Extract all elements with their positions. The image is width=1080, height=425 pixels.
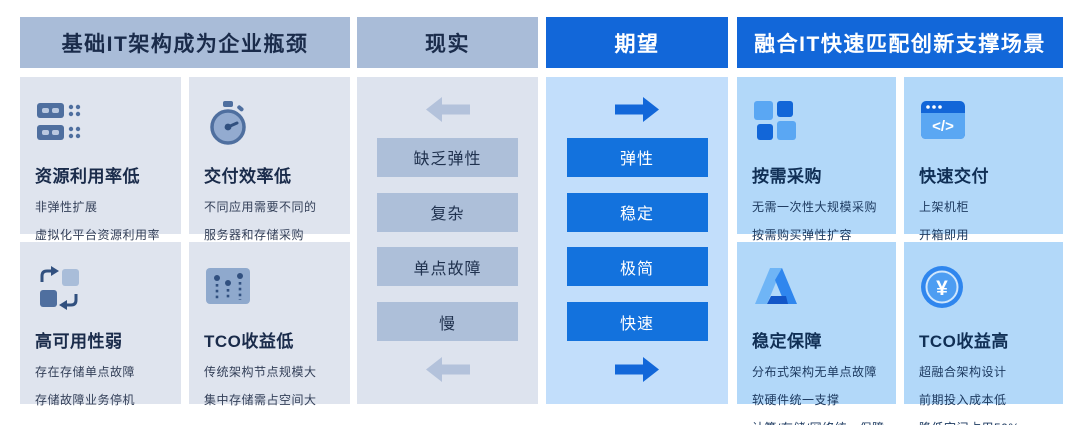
card-title: 高可用性弱 <box>35 332 123 351</box>
card-title: 交付效率低 <box>204 167 292 186</box>
expectation-column-body: 弹性 稳定 极简 快速 <box>546 77 728 404</box>
drive-triangle-icon <box>752 264 886 312</box>
card-fast-delivery: </> 快速交付 上架机柜 开箱即用 <box>904 77 1063 242</box>
converged-it-section-header: 融合IT快速匹配创新支撑场景 <box>737 17 1063 68</box>
card-line: 按需购买弹性扩容 <box>752 228 853 242</box>
card-line: 计算/存储/网络统一保障 <box>752 419 886 425</box>
card-line: 上架机柜 <box>919 200 970 214</box>
reality-item: 慢 <box>377 302 518 342</box>
card-line: 软硬件统一支撑 <box>752 393 840 407</box>
bottleneck-cards-grid: 资源利用率低 非弹性扩展 虚拟化平台资源利用率低 整合比低 交付效率低 不同应用 <box>20 77 350 407</box>
card-line: 降低空间占用50% <box>919 419 1053 425</box>
card-on-demand-purchase: 按需采购 无需一次性大规模采购 按需购买弹性扩容 <box>737 77 896 242</box>
bottleneck-section: 基础IT架构成为企业瓶颈 <box>20 17 350 407</box>
expectation-column-header: 期望 <box>546 17 728 68</box>
card-line: 前期投入成本低 <box>919 393 1007 407</box>
expectation-item: 稳定 <box>566 192 708 232</box>
card-line: 存储故障业务停机 <box>35 393 136 407</box>
card-line: 无需一次性大规模采购 <box>752 200 878 214</box>
arrow-left-icon <box>425 356 470 382</box>
card-delivery-efficiency: 交付效率低 不同应用需要不同的 服务器和存储采购 安装部署周期长 <box>189 77 350 270</box>
card-line: 非弹性扩展 <box>35 200 98 214</box>
reality-column-header: 现实 <box>357 17 538 68</box>
reality-column-body: 缺乏弹性 复杂 单点故障 慢 <box>357 77 538 404</box>
card-stability-guarantee: 稳定保障 分布式架构无单点故障 软硬件统一支撑 计算/存储/网络统一保障 <box>737 242 896 425</box>
reality-item: 单点故障 <box>377 247 518 287</box>
card-line: 开箱即用 <box>919 228 970 242</box>
card-high-availability: 高可用性弱 存在存储单点故障 存储故障业务停机 <box>20 242 181 407</box>
line-chart-icon <box>204 264 340 312</box>
stopwatch-icon <box>204 99 340 147</box>
card-line: 集中存储需占空间大 <box>204 393 317 407</box>
expectation-item: 快速 <box>566 302 708 342</box>
reality-item: 复杂 <box>377 192 518 232</box>
sync-arrows-icon <box>35 264 171 312</box>
card-line: 分布式架构无单点故障 <box>752 365 878 379</box>
expectation-item: 弹性 <box>566 137 708 177</box>
server-icon <box>35 99 171 147</box>
card-line: 服务器和存储采购 <box>204 228 305 242</box>
arrow-right-icon <box>615 97 659 122</box>
yuan-coin-icon: ¥ <box>919 264 1053 312</box>
card-line: 存在存储单点故障 <box>35 365 136 379</box>
reality-item: 缺乏弹性 <box>377 137 518 177</box>
code-window-icon: </> <box>919 99 1053 147</box>
grid-squares-icon <box>752 99 886 147</box>
expectation-column: 期望 弹性 稳定 极简 快速 <box>546 17 728 404</box>
card-title: 快速交付 <box>919 167 989 186</box>
card-title: TCO收益低 <box>204 332 294 351</box>
converged-it-section: 融合IT快速匹配创新支撑场景 按需采购 无需一次性大规模采购 按需购买弹性扩容 <box>737 17 1063 425</box>
card-title: 资源利用率低 <box>35 167 140 186</box>
svg-text:¥: ¥ <box>936 277 948 300</box>
card-resource-utilization: 资源利用率低 非弹性扩展 虚拟化平台资源利用率低 整合比低 <box>20 77 181 287</box>
card-title: 按需采购 <box>752 167 822 186</box>
converged-it-cards-grid: 按需采购 无需一次性大规模采购 按需购买弹性扩容 </> 快速交付 上架 <box>737 77 1063 425</box>
expectation-item: 极简 <box>566 247 708 287</box>
card-line: 超融合架构设计 <box>919 365 1007 379</box>
svg-text:</>: </> <box>932 118 954 135</box>
card-tco-benefit-high: ¥ TCO收益高 超融合架构设计 前期投入成本低 降低空间占用50% <box>904 242 1063 425</box>
reality-column: 现实 缺乏弹性 复杂 单点故障 慢 <box>357 17 538 404</box>
card-line: 不同应用需要不同的 <box>204 200 317 214</box>
card-line: 传统架构节点规模大 <box>204 365 317 379</box>
card-tco-benefit-low: TCO收益低 传统架构节点规模大 集中存储需占空间大 <box>189 242 350 407</box>
arrow-right-icon <box>615 356 659 382</box>
card-title: TCO收益高 <box>919 332 1009 351</box>
arrow-left-icon <box>425 97 470 122</box>
bottleneck-section-header: 基础IT架构成为企业瓶颈 <box>20 17 350 68</box>
card-title: 稳定保障 <box>752 332 822 351</box>
